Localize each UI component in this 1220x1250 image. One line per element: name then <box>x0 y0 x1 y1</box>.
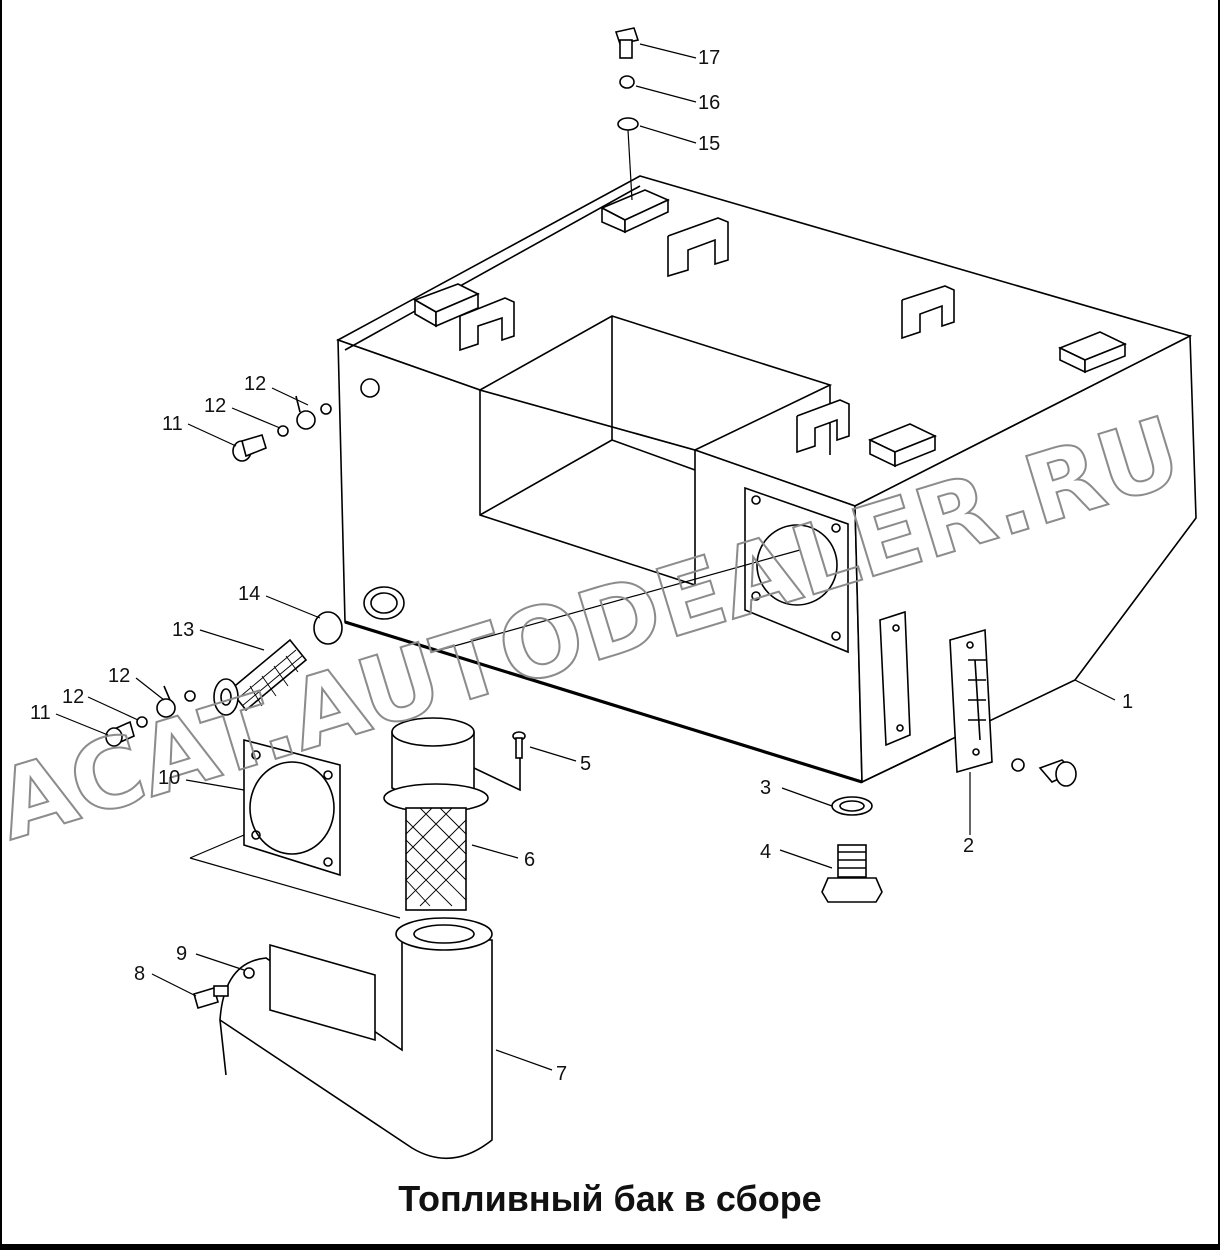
top-bracket-block <box>413 283 480 328</box>
callout-14: 14 <box>238 583 260 605</box>
sealing-washer <box>320 403 332 415</box>
banjo-fitting <box>156 685 176 718</box>
drain-washer <box>831 796 873 816</box>
callout-2: 2 <box>963 835 974 857</box>
leader-lines <box>55 43 1197 1071</box>
u-bracket <box>667 217 729 278</box>
callout-4: 4 <box>760 841 771 863</box>
callout-1: 1 <box>1122 691 1133 713</box>
top-bolt <box>614 27 640 59</box>
u-bracket <box>459 297 515 352</box>
frame-border-bottom <box>0 1244 1220 1250</box>
callout-numbers: 17 16 15 12 12 11 14 13 12 12 11 10 5 6 … <box>30 47 1133 1085</box>
breather-screw <box>512 731 526 759</box>
callout-17: 17 <box>698 47 720 69</box>
sealing-washer <box>277 425 289 437</box>
gauge-bolt <box>1011 758 1077 787</box>
u-bracket <box>901 285 955 340</box>
diagram-title: Топливный бак в сборе <box>398 1178 822 1219</box>
callout-6: 6 <box>524 849 535 871</box>
o-ring-gasket <box>313 611 343 645</box>
tank-filter-port <box>363 586 405 620</box>
callout-12: 12 <box>62 686 84 708</box>
fuel-level-gauge <box>949 628 993 774</box>
frame-border-right <box>1218 0 1220 1250</box>
callout-12: 12 <box>204 395 226 417</box>
callout-12: 12 <box>108 665 130 687</box>
frame-border-left <box>0 0 2 1250</box>
sealing-washer <box>136 716 148 728</box>
tank-vent-boss <box>360 378 380 398</box>
flange-gasket <box>243 738 341 877</box>
callout-11: 11 <box>162 413 183 435</box>
callout-9: 9 <box>176 943 187 965</box>
pipe-washer <box>243 967 255 979</box>
callout-16: 16 <box>698 92 720 114</box>
tank-flange-port <box>744 486 849 654</box>
callout-10: 10 <box>158 767 180 789</box>
pipe-bolt <box>193 985 229 1009</box>
u-bracket <box>796 399 850 454</box>
banjo-fitting <box>295 395 316 430</box>
level-gauge-bracket <box>879 610 911 747</box>
sealing-washer <box>184 690 196 702</box>
filler-cap-strainer <box>383 717 521 911</box>
vent-bolt <box>105 720 135 747</box>
fuel-tank-body <box>336 175 1197 784</box>
suction-strainer <box>213 638 308 716</box>
callout-5: 5 <box>580 753 591 775</box>
drain-plug <box>821 844 883 903</box>
lock-washer <box>619 75 635 89</box>
callout-7: 7 <box>556 1063 567 1085</box>
callout-3: 3 <box>760 777 771 799</box>
callout-8: 8 <box>134 963 145 985</box>
top-bracket-block <box>868 423 937 468</box>
callout-13: 13 <box>172 619 194 641</box>
top-bracket-block <box>600 189 670 234</box>
top-bracket-block <box>1058 331 1127 374</box>
callout-12: 12 <box>244 373 266 395</box>
vent-bolt <box>232 434 267 462</box>
outlet-elbow-pipe <box>219 917 493 1160</box>
callout-11: 11 <box>30 702 51 724</box>
callout-15: 15 <box>698 133 720 155</box>
flat-washer <box>617 117 639 131</box>
